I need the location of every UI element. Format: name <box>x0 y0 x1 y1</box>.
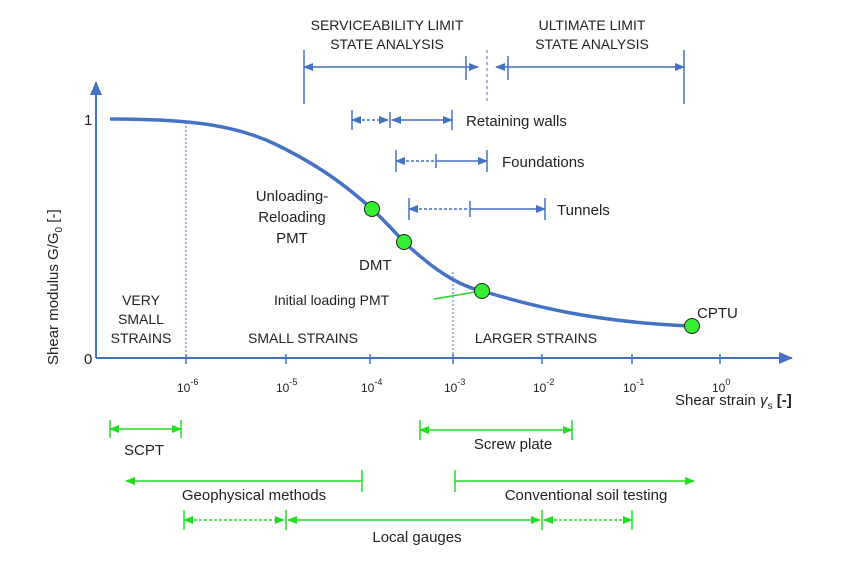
scpt-range <box>109 420 182 438</box>
retaining-walls-label: Retaining walls <box>466 113 567 130</box>
x-axis-label: Shear strain γs [-] <box>675 392 792 412</box>
unloading-label-line1: Unloading- <box>256 188 329 205</box>
foundations-label: Foundations <box>502 154 585 171</box>
degradation-curve <box>109 117 693 328</box>
x-tick-label-1e-1: 10-1 <box>623 377 644 395</box>
y-tick-bottom: 0 <box>84 351 92 368</box>
cptu-point <box>684 318 700 334</box>
region-larger-strains: LARGER STRAINS <box>475 330 597 346</box>
region-small-strains: SMALL STRAINS <box>248 330 358 346</box>
region-very-small-line1: VERY <box>122 292 161 308</box>
screw-plate-range <box>419 420 573 440</box>
serviceability-label-line1: SERVICEABILITY LIMIT <box>311 17 464 33</box>
screw-plate-label: Screw plate <box>474 436 552 453</box>
tunnels-range <box>408 198 546 220</box>
ultimate-label-line2: STATE ANALYSIS <box>535 36 649 52</box>
geophysical-methods-label: Geophysical methods <box>182 487 326 504</box>
unloading-reloading-pmt-point <box>364 201 380 217</box>
local-gauges-range <box>183 510 633 530</box>
scpt-label: SCPT <box>124 442 164 459</box>
unloading-label-line3: PMT <box>276 230 308 247</box>
y-axis-label: Shear modulus G/G0 [-] <box>45 209 65 365</box>
x-tick-label-1e-6: 10-6 <box>177 377 198 395</box>
serviceability-label-line2: STATE ANALYSIS <box>330 36 444 52</box>
foundations-range <box>395 150 488 172</box>
dmt-point <box>396 234 412 250</box>
conventional-soil-testing-range <box>454 470 695 492</box>
initial-loading-pmt-point <box>474 283 490 299</box>
geophysical-methods-range <box>125 470 363 492</box>
region-very-small-line3: STRAINS <box>111 330 172 346</box>
unloading-label-line2: Reloading <box>258 209 326 226</box>
local-gauges-label: Local gauges <box>372 529 461 546</box>
x-tick-label-1e-2: 10-2 <box>533 377 554 395</box>
x-tick-label-1e-4: 10-4 <box>361 377 382 395</box>
initial-loading-pmt-label: Initial loading PMT <box>274 292 390 308</box>
region-very-small-line2: SMALL <box>118 311 164 327</box>
ultimate-label-line1: ULTIMATE LIMIT <box>539 17 646 33</box>
x-tick-label-1e0: 100 <box>712 377 730 395</box>
dmt-label: DMT <box>359 257 392 274</box>
conventional-soil-testing-label: Conventional soil testing <box>505 487 668 504</box>
x-tick-label-1e-5: 10-5 <box>276 377 297 395</box>
tunnels-label: Tunnels <box>557 202 610 219</box>
initial-loading-pmt-leader <box>433 291 476 300</box>
x-tick-label-1e-3: 10-3 <box>444 377 465 395</box>
retaining-walls-range <box>351 110 453 130</box>
y-tick-top: 1 <box>84 112 92 129</box>
cptu-label: CPTU <box>697 305 738 322</box>
